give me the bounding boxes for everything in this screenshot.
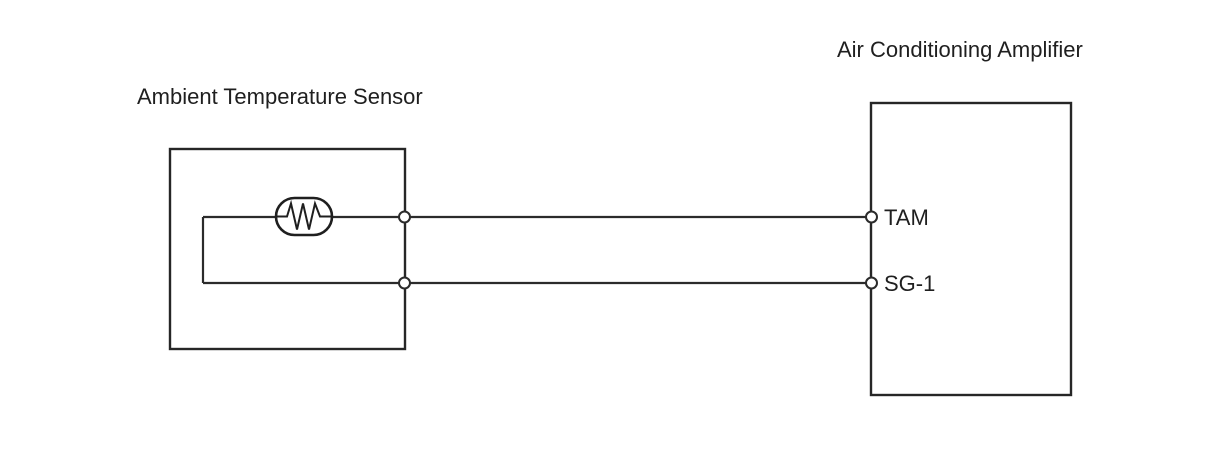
- sensor-box: [168, 147, 407, 351]
- amplifier-box: [869, 101, 1073, 397]
- amplifier-terminal-tam-circle: [865, 210, 878, 224]
- amplifier-label: Air Conditioning Amplifier: [837, 37, 1083, 62]
- sensor-terminal-bottom-circle: [398, 276, 411, 290]
- resistor-icon: [274, 196, 334, 237]
- terminal-label-sg1: SG-1: [884, 271, 935, 296]
- terminal-label-tam: TAM: [884, 205, 929, 230]
- amplifier-terminal-sg1-circle: [865, 276, 878, 290]
- sensor-terminal-top-circle: [398, 210, 411, 224]
- sensor-label: Ambient Temperature Sensor: [137, 84, 423, 109]
